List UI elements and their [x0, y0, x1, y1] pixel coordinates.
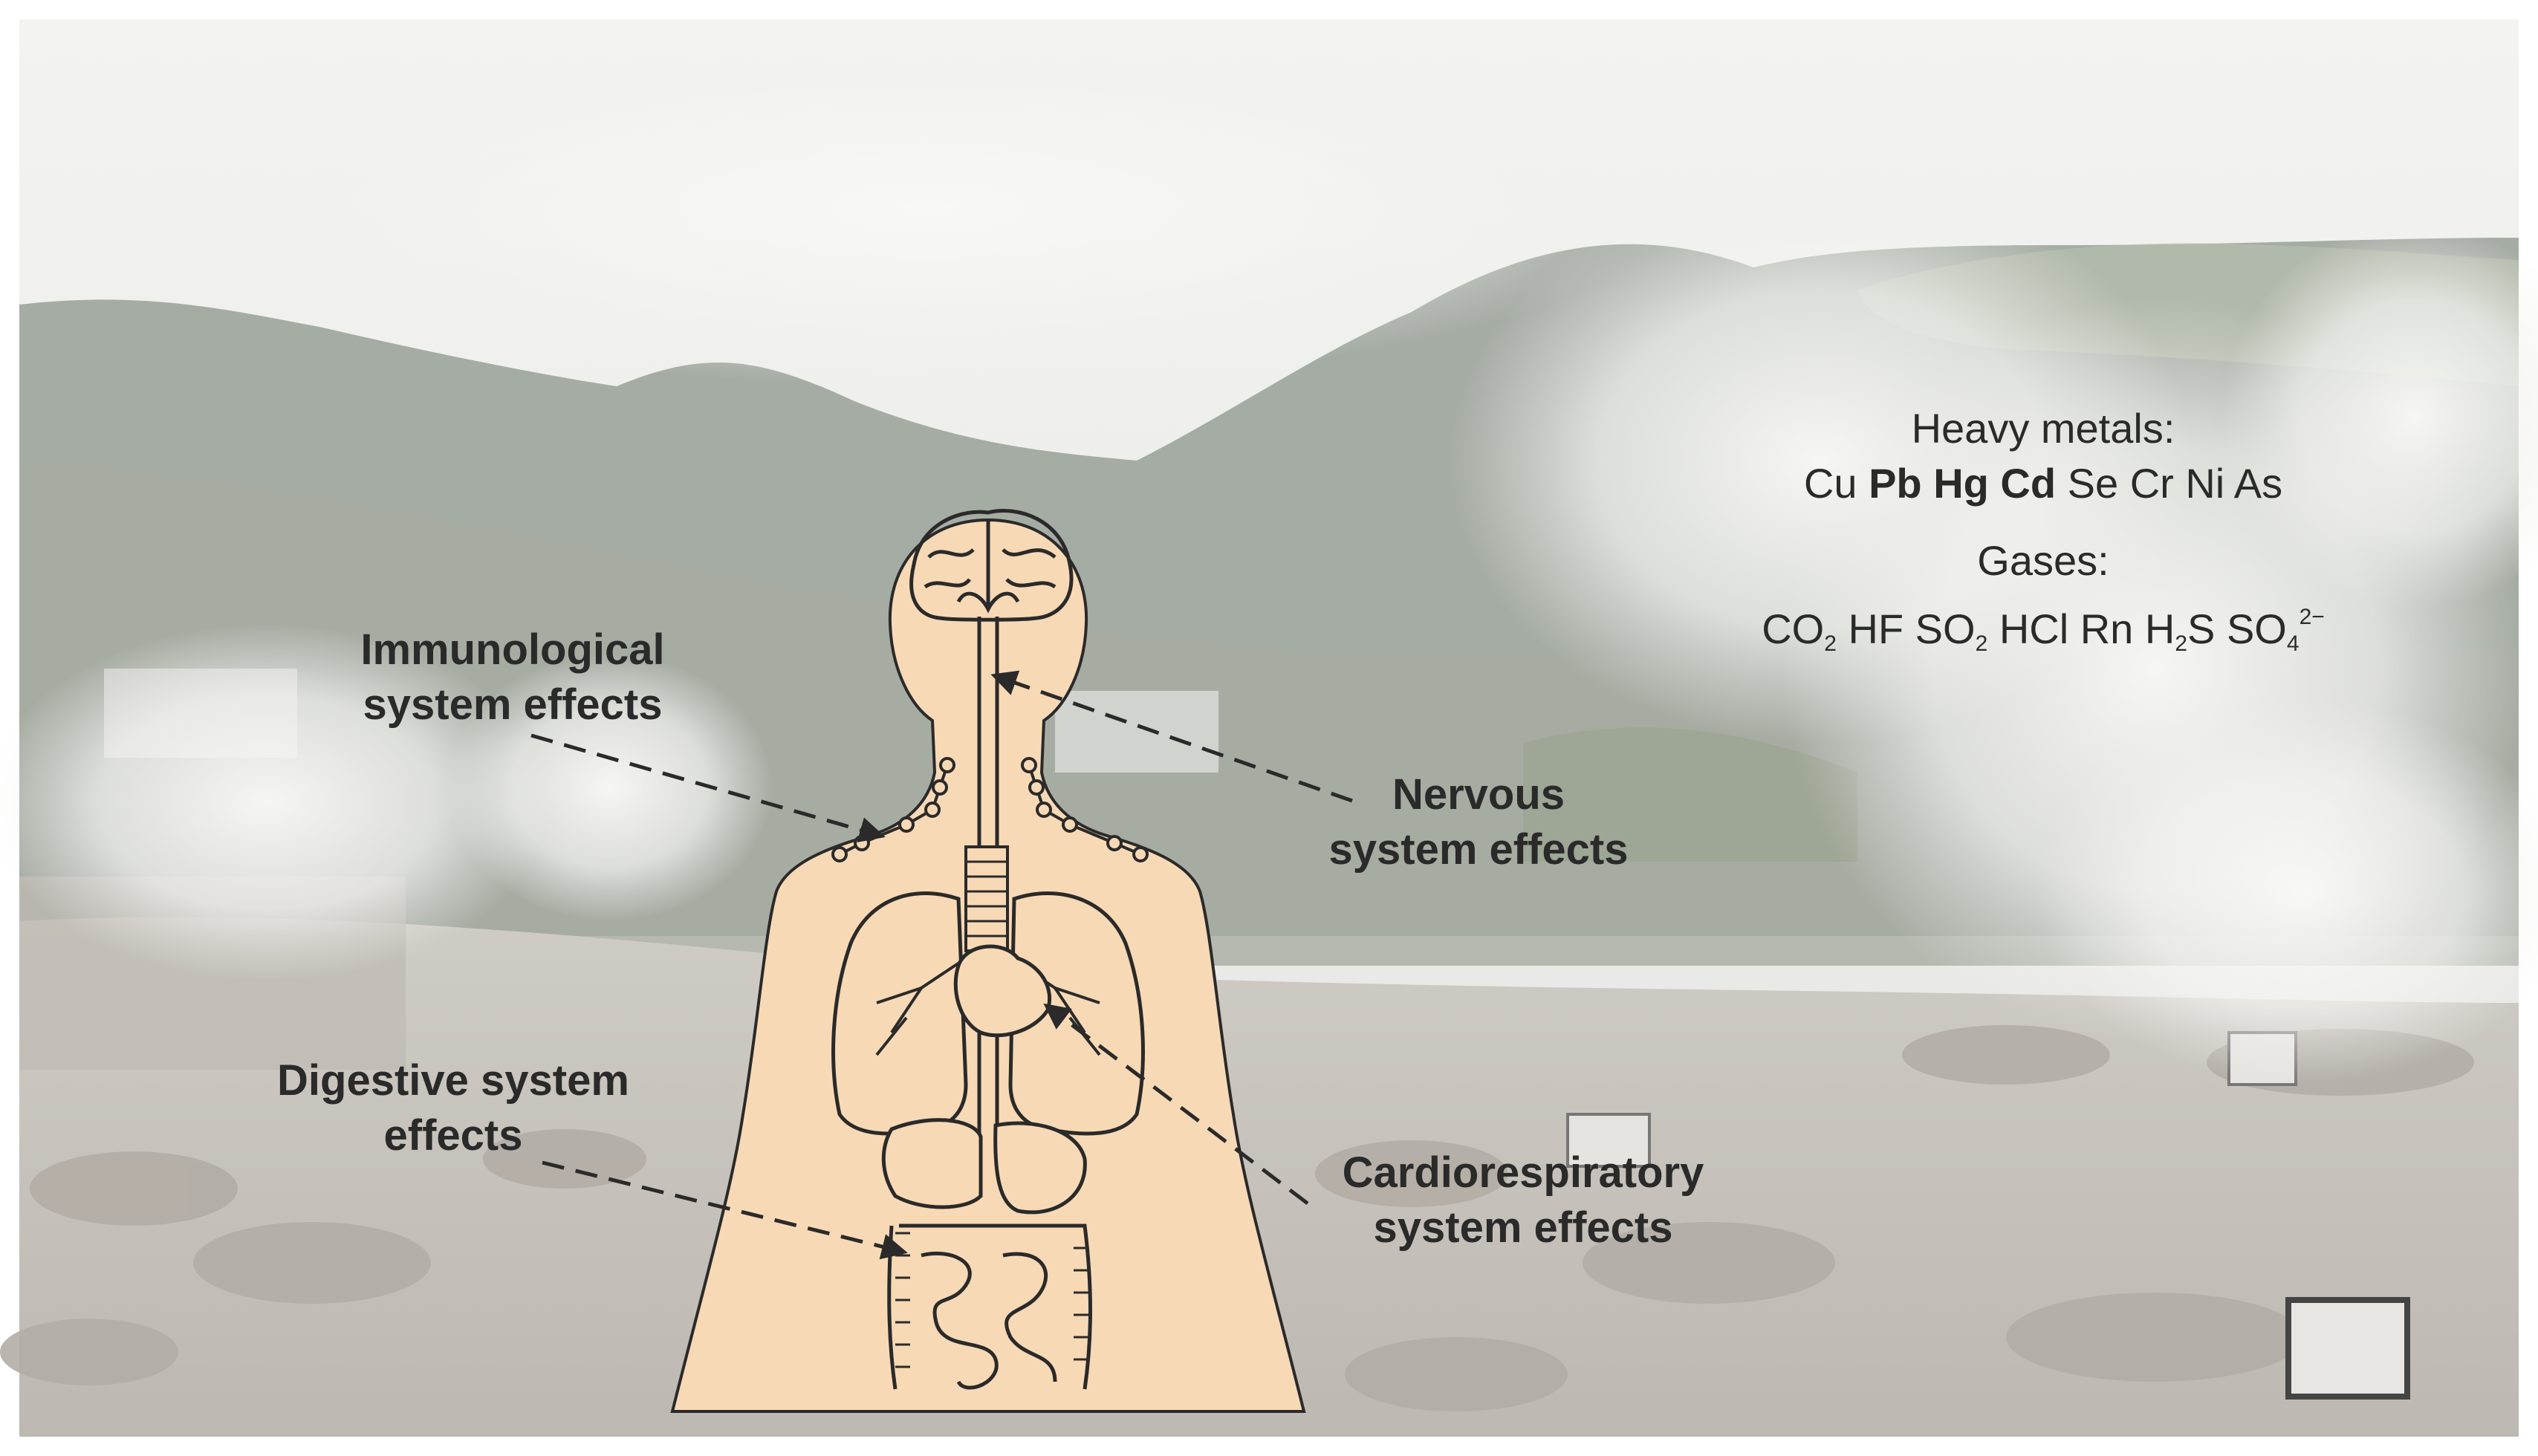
immunological-line-1: Immunological	[360, 625, 665, 674]
digestive-line-1: Digestive system	[277, 1056, 629, 1105]
lymphatic-system	[831, 757, 1149, 862]
gas-item: SO2	[1915, 605, 1988, 656]
digestive-label: Digestive system effects	[223, 1053, 684, 1163]
gases-heading: Gases:	[1977, 537, 2109, 584]
gas-item: HF	[1848, 605, 1904, 652]
gas-item: SO42−	[2226, 605, 2325, 656]
metal-ni: Ni	[2185, 460, 2225, 507]
cardiorespiratory-line-2: system effects	[1373, 1203, 1673, 1252]
human-body	[670, 509, 1306, 1413]
metal-pb: Pb	[1869, 460, 1922, 507]
immunological-label: Immunological system effects	[282, 623, 743, 732]
arrow-cardiorespiratory	[1043, 1003, 1309, 1205]
heavy-metals-heading: Heavy metals:	[1911, 405, 2175, 452]
trachea	[964, 845, 1009, 952]
metal-cd: Cd	[2000, 460, 2057, 507]
background-landscape	[0, 19, 2538, 1437]
gases-list: CO2 HF SO2 HCl Rn H2S SO42−	[1597, 591, 2489, 670]
gas-item: Rn	[2080, 605, 2134, 652]
arrow-digestive	[542, 1160, 908, 1260]
metal-cr: Cr	[2129, 460, 2174, 507]
metal-as: As	[2233, 460, 2283, 507]
gas-item: CO2	[1762, 605, 1837, 656]
heavy-metals-list: Cu Pb Hg Cd Se Cr Ni As	[1635, 458, 2452, 510]
metal-hg: Hg	[1933, 460, 1989, 507]
nervous-line-2: system effects	[1328, 825, 1629, 874]
metal-se: Se	[2067, 460, 2119, 507]
gas-item: H2S	[2144, 605, 2216, 656]
digestive-organs	[881, 1118, 1087, 1215]
arrow-nervous	[990, 670, 1353, 803]
cardiorespiratory-label: Cardiorespiratory system effects	[1278, 1145, 1768, 1255]
cardiorespiratory-line-1: Cardiorespiratory	[1342, 1148, 1704, 1197]
annotation-arrows	[530, 670, 1353, 1260]
brain	[909, 509, 1074, 622]
immunological-line-2: system effects	[363, 680, 663, 729]
metal-cu: Cu	[1803, 460, 1857, 507]
arrow-immunological	[530, 733, 886, 843]
nervous-label: Nervous system effects	[1263, 767, 1694, 877]
nervous-line-1: Nervous	[1392, 770, 1565, 819]
digestive-line-2: effects	[383, 1111, 523, 1160]
gas-item: HCl	[1999, 605, 2069, 652]
